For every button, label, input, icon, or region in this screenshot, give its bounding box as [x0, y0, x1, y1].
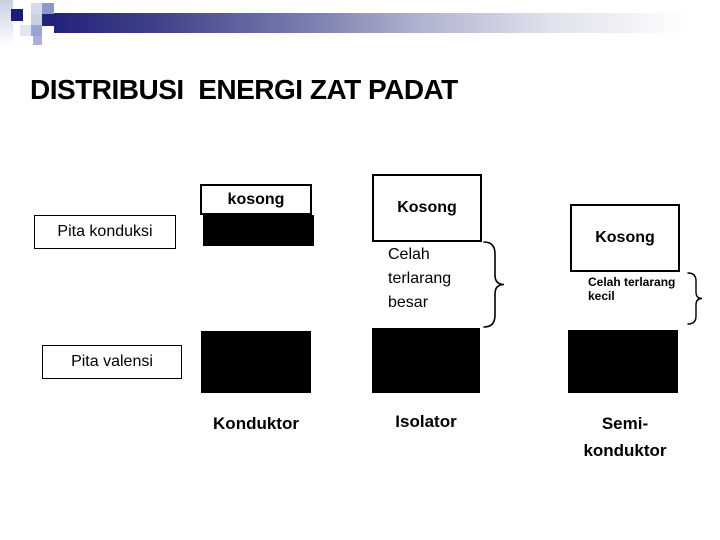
slide-title: DISTRIBUSI ENERGI ZAT PADAT [30, 74, 458, 105]
deco-square [20, 25, 31, 36]
isolator-valence-band-fill [372, 328, 480, 393]
deco-square [31, 3, 42, 14]
deco-square-navy [11, 9, 23, 21]
brace-small-icon [687, 272, 703, 330]
brace-large-icon [483, 241, 505, 333]
semikonduktor-label: Semi-konduktor [583, 414, 667, 460]
valence-band-label-box: Pita valensi [42, 345, 182, 379]
semikonduktor-empty-box: Kosong [570, 204, 680, 272]
deco-square [42, 3, 54, 15]
isolator-gap-label: Celah terlarang besar [388, 246, 452, 311]
deco-square [31, 25, 42, 36]
deco-vertical-strip [0, 0, 13, 46]
semikonduktor-valence-band-fill [568, 330, 678, 393]
konduktor-empty-label: kosong [227, 190, 285, 208]
conduction-band-label-box: Pita konduksi [34, 215, 176, 249]
deco-square [42, 14, 54, 26]
konduktor-label: Konduktor [213, 414, 299, 433]
isolator-empty-box: Kosong [372, 174, 482, 242]
konduktor-valence-band-fill [201, 331, 311, 393]
isolator-label: Isolator [395, 412, 457, 431]
deco-square [33, 36, 42, 45]
conduction-band-label: Pita konduksi [57, 223, 153, 240]
deco-square [31, 14, 42, 25]
konduktor-conduction-band-fill [203, 215, 314, 246]
semikonduktor-gap-label: Celah terlarang kecil [588, 275, 676, 303]
valence-band-label: Pita valensi [71, 353, 153, 370]
isolator-empty-label: Kosong [397, 199, 457, 216]
semikonduktor-empty-label: Kosong [595, 229, 655, 246]
konduktor-empty-box: kosong [200, 184, 312, 215]
deco-gradient-bar [54, 13, 714, 33]
